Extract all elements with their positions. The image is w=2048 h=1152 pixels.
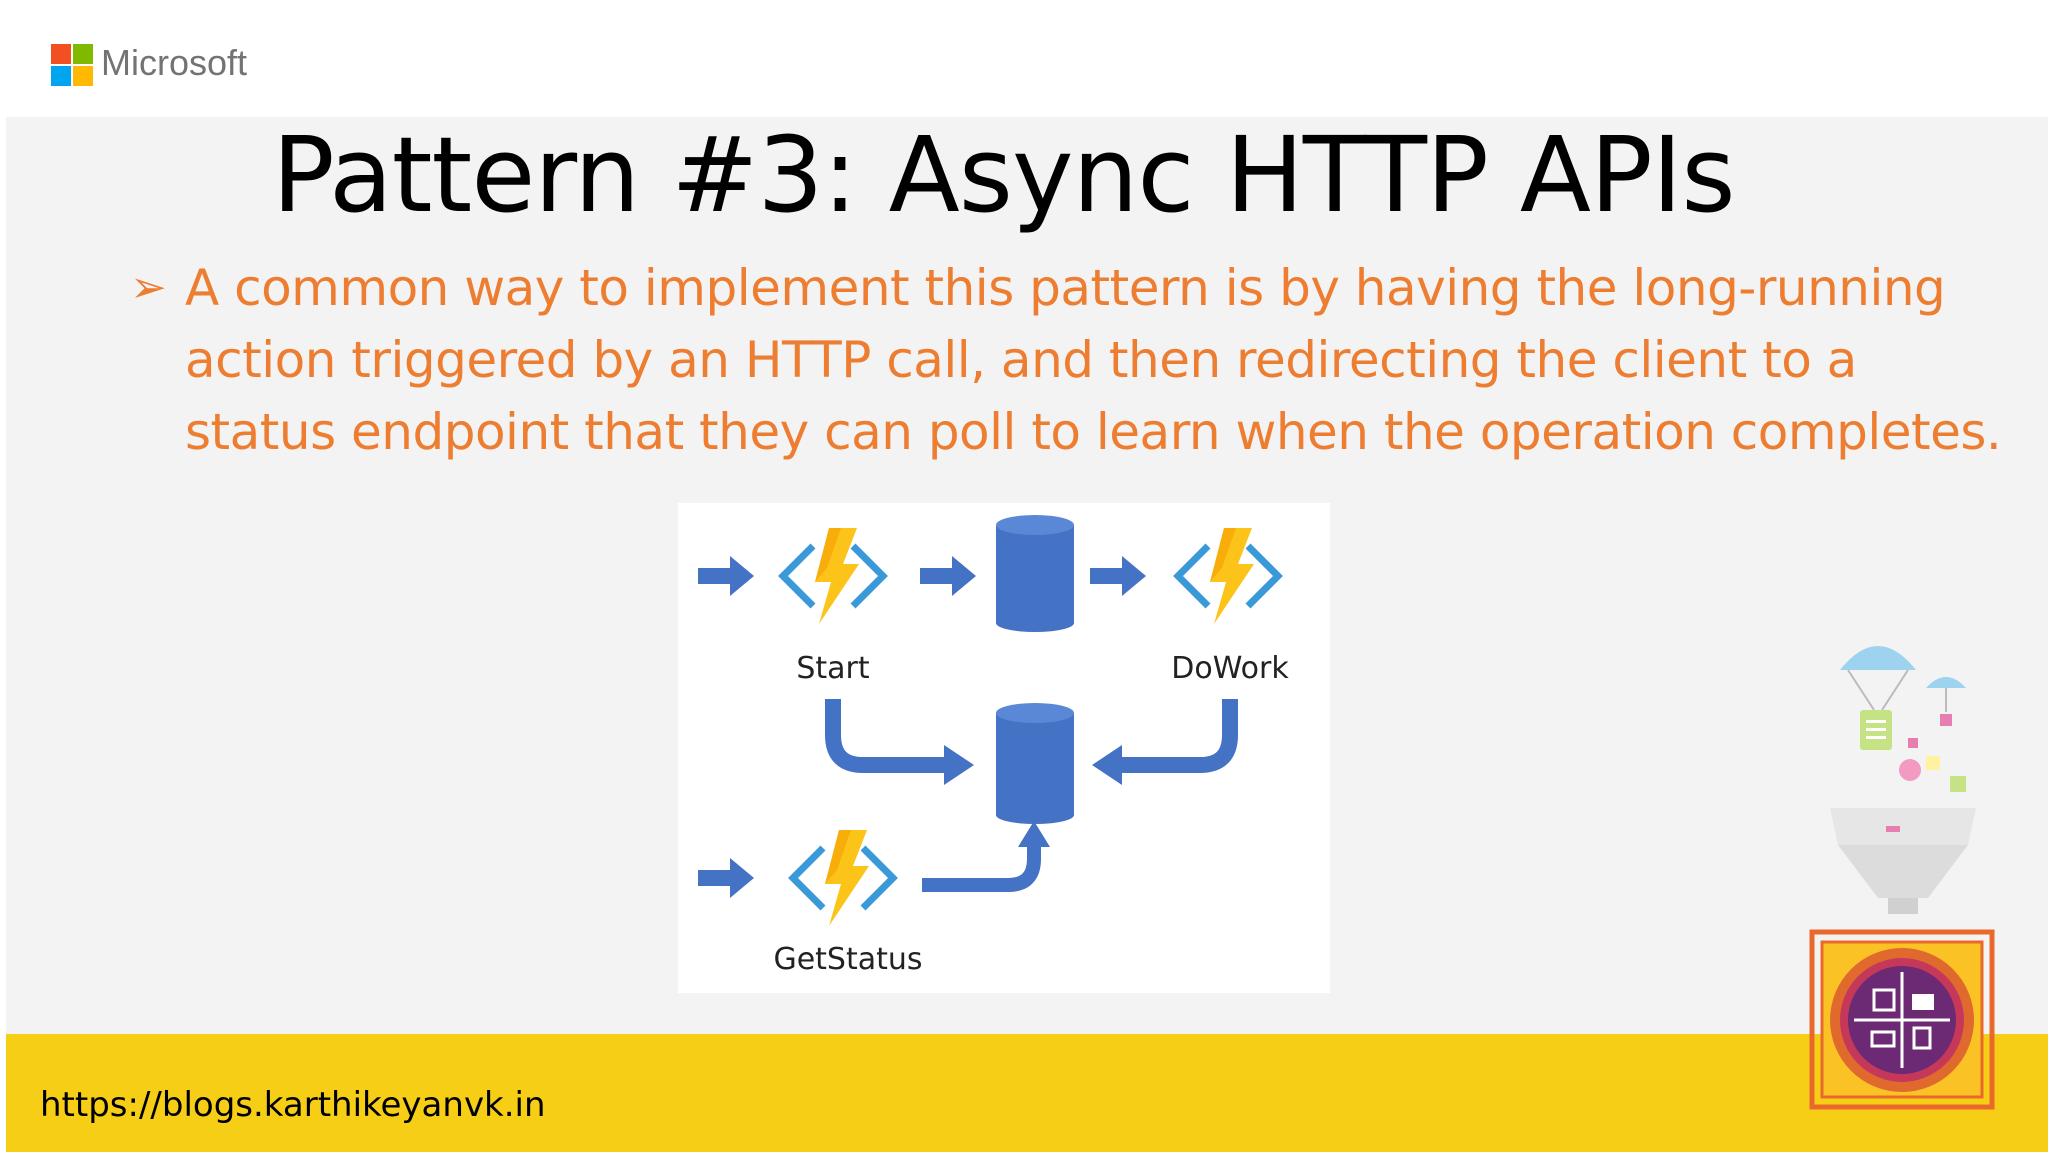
footer-bar <box>6 1034 2048 1152</box>
arrow-in-getstatus-icon <box>698 858 754 898</box>
dowork-label: DoWork <box>1171 651 1289 686</box>
arrow-queue-to-dowork-icon <box>1090 556 1146 596</box>
getstatus-function-icon <box>793 830 893 926</box>
slide-title: Pattern #3: Async HTTP APIs <box>272 114 1736 236</box>
getstatus-to-status-arrow-icon <box>922 843 1041 892</box>
top-bar: Microsoft <box>0 0 2048 117</box>
getstatus-label: GetStatus <box>773 942 922 977</box>
arrow-start-to-queue-icon <box>920 556 976 596</box>
arrow-in-start-icon <box>698 556 754 596</box>
dowork-function-icon <box>1178 528 1278 624</box>
dowork-to-status-arrow-icon <box>1118 699 1238 773</box>
async-pattern-diagram: Start DoWork GetStatus <box>678 503 1330 993</box>
microsoft-logo-icon <box>51 44 93 86</box>
start-to-status-arrow-icon <box>825 699 948 773</box>
microsoft-logo-text: Microsoft <box>101 42 248 83</box>
start-label: Start <box>796 651 870 686</box>
footer-url: https://blogs.karthikeyanvk.in <box>40 1085 546 1125</box>
status-storage-icon <box>996 703 1074 824</box>
bullet-arrow-icon: ➢ <box>130 262 167 313</box>
decorative-funnel-logo-icon <box>1800 630 2000 1110</box>
bullet-text: A common way to implement this pattern i… <box>185 259 2002 461</box>
queue-storage-icon <box>996 515 1074 632</box>
start-function-icon <box>783 528 883 624</box>
